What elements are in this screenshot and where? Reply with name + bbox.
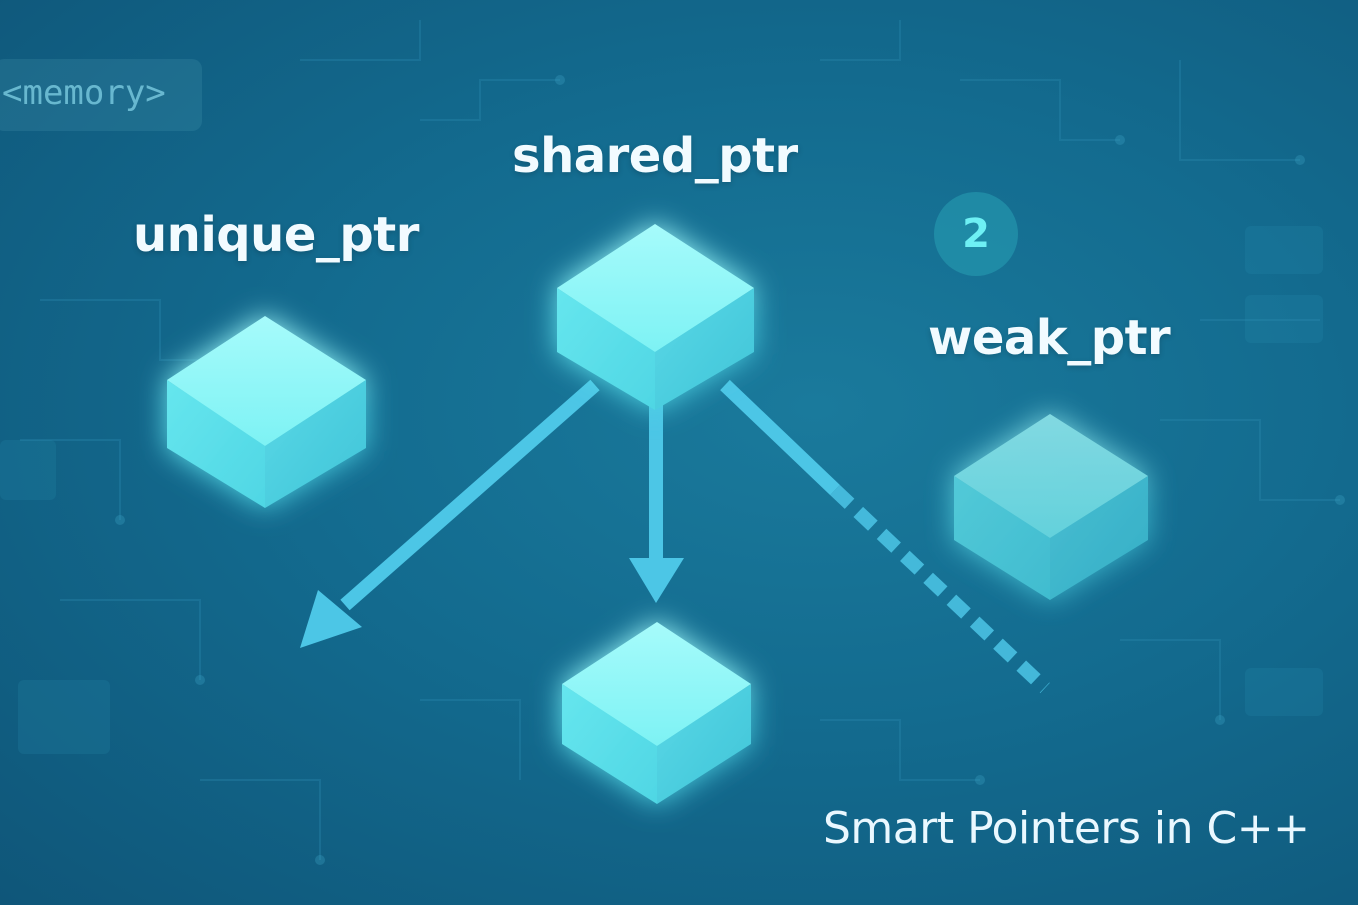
ref-count-value: 2	[962, 211, 990, 257]
owned-object-cube	[562, 622, 751, 804]
memory-header-tag: <memory>	[0, 59, 202, 131]
shared-ptr-cube	[557, 224, 754, 410]
arrow-to-left	[300, 379, 600, 648]
circuit-background	[20, 20, 1340, 860]
shared-ptr-label: shared_ptr	[512, 128, 798, 184]
memory-header-text: <memory>	[2, 73, 166, 113]
chip-shapes	[0, 226, 1323, 754]
unique-ptr-label: unique_ptr	[133, 207, 419, 263]
circuit-nodes	[115, 75, 1345, 865]
arrow-to-bottom	[629, 405, 684, 603]
weak-ptr-cube	[954, 414, 1148, 600]
weak-ptr-label: weak_ptr	[928, 310, 1171, 366]
unique-ptr-cube	[167, 316, 366, 508]
weak-reference-line	[720, 379, 1050, 694]
ref-count-badge: 2	[934, 192, 1018, 276]
diagram-caption: Smart Pointers in C++	[823, 803, 1310, 854]
